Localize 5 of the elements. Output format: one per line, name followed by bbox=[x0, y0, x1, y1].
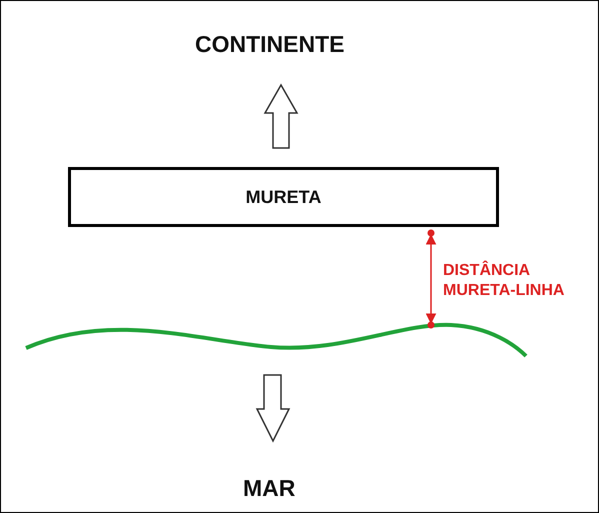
region-label: MAR bbox=[243, 475, 296, 502]
dimension-label: DISTÂNCIA MURETA-LINHA bbox=[443, 261, 566, 301]
region-label: CONTINENTE bbox=[195, 31, 344, 58]
wall-label: MURETA bbox=[246, 186, 322, 208]
wall-box bbox=[68, 167, 499, 227]
